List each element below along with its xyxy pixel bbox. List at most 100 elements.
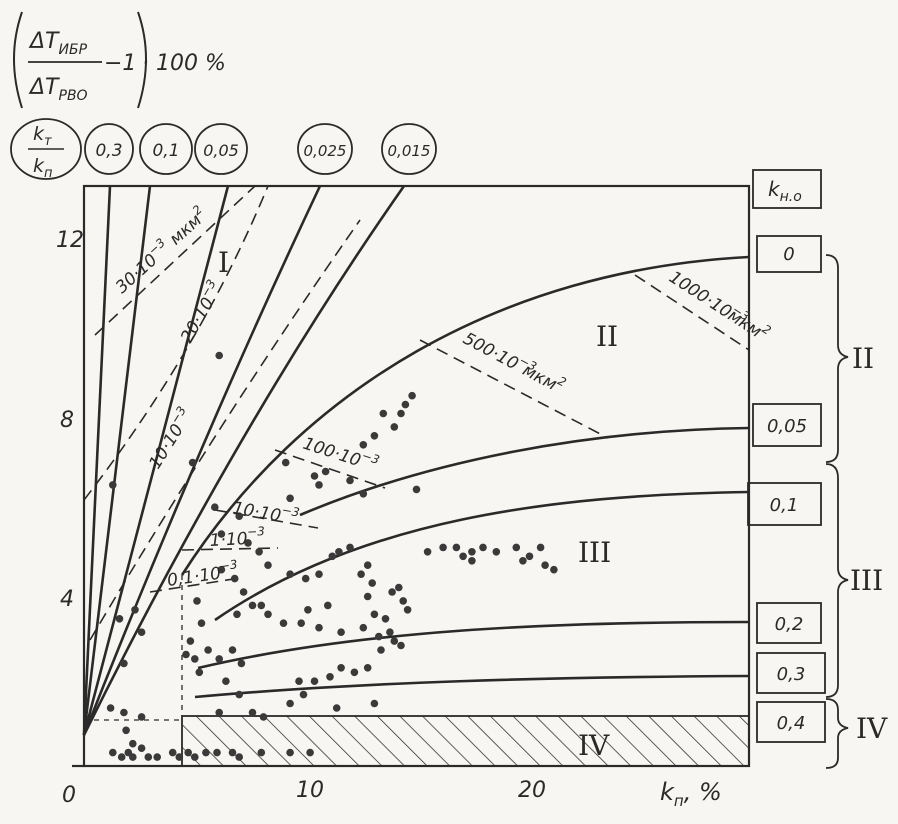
data-point [217,565,226,574]
data-point [390,637,399,645]
kno-box [756,701,826,743]
kno-box [752,403,822,447]
kno-box [756,602,822,644]
data-point [239,588,248,596]
data-point [233,610,241,619]
data-point [468,548,476,556]
kno-box [756,235,822,273]
y-tick-label: 12 [56,228,84,253]
data-point [109,748,117,757]
kno-header: kн.о [768,177,802,205]
perm-label-1000: 1000·10−3мкм2 [665,264,773,346]
perm-line-10 [89,219,361,641]
data-point [335,548,343,556]
data-point [115,615,124,623]
brace-ii [825,254,849,463]
data-point [131,606,139,614]
data-point [315,623,323,632]
group-label: III [850,564,883,597]
kno-curve-0-1 [214,490,750,622]
data-point [217,530,226,538]
data-point [328,552,337,561]
data-point [197,619,206,627]
data-point [346,543,354,552]
data-point [401,400,410,409]
ratio-line-0-3 [82,185,112,736]
data-point [297,619,306,627]
data-point [459,552,467,561]
ratio-line-0-05 [82,185,230,736]
data-point [337,664,345,672]
ratio-value: 0,1 [152,141,179,161]
data-point [202,748,210,757]
x-axis-label: kп, % [660,778,722,810]
brace-iv [825,698,849,769]
data-point [525,552,534,561]
data-point [204,646,212,654]
data-point [191,753,199,761]
perm-line-0-1 [149,577,241,593]
kno-header-box [752,169,822,209]
data-point [106,704,115,712]
ratio-numerator: kт [33,123,52,149]
zone-label: III [578,536,611,569]
zone-label: II [596,320,618,353]
data-point [408,391,416,400]
data-point [346,476,354,485]
data-point [357,570,365,578]
kno-value: 0,05 [767,416,807,437]
data-point [550,565,558,574]
data-point [129,753,137,761]
data-point [310,677,319,685]
data-point [188,458,197,467]
data-point [363,561,372,569]
data-point [324,601,332,610]
data-point [186,637,195,645]
data-point [279,619,288,627]
data-point [363,664,372,672]
formula-denominator: ΔTРВО [28,75,88,104]
data-point [193,597,201,605]
x-tick-label: 10 [296,778,324,803]
data-point [215,655,223,663]
data-point [244,539,252,547]
data-point [492,548,501,556]
data-point [235,690,243,699]
data-point [286,748,294,757]
data-point [137,713,146,721]
data-point [452,543,461,552]
data-point [120,708,128,717]
group-label: IV [856,712,888,745]
data-point [248,601,257,610]
ratio-value: 0,015 [388,142,431,160]
data-point [137,744,146,752]
data-point [117,753,126,761]
ratio-value: 0,025 [304,142,347,160]
data-point [228,646,237,654]
data-point [412,485,421,494]
zone-label: I [218,246,229,279]
paren-right [137,11,147,109]
ratio-header: kт kп 0,3 0,1 0,05 0,025 0,015 [10,118,437,181]
paren-left [13,11,23,109]
kno-curve-0-2 [197,620,750,670]
group-label: II [852,342,874,375]
perm-label-100: 100·10−3 [300,430,381,477]
ratio-symbol-circle [10,118,82,180]
kno-box [747,482,822,526]
group-braces: II III IV [825,254,888,769]
data-point [395,583,403,592]
data-point [137,628,146,636]
ratio-value-circle [139,123,193,175]
zone-label: IV [578,729,610,762]
plot-frame [82,184,751,768]
data-point [363,592,372,601]
perm-line-100 [274,449,386,489]
kno-curve-0 [180,255,750,576]
data-point [359,623,368,632]
data-point [129,739,137,748]
formula-minus-one: −1 [104,51,136,76]
perm-label-500: 500·10−3мкм2 [460,325,569,398]
data-point [370,432,379,440]
data-point [301,574,310,583]
